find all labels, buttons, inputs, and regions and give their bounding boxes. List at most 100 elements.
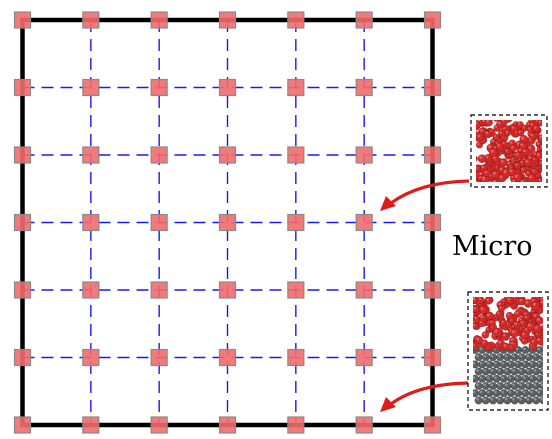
red-particle — [540, 150, 542, 157]
gray-particle — [528, 374, 537, 383]
red-particle-highlight — [511, 126, 515, 129]
gray-particle-highlight — [537, 390, 540, 394]
gray-particle — [503, 353, 512, 362]
micro-inset-bulk — [470, 114, 548, 188]
gray-particle-highlight — [519, 354, 522, 358]
node-marker — [287, 213, 305, 232]
red-particle — [484, 297, 493, 305]
red-particle-highlight — [529, 120, 533, 121]
gray-particle — [496, 367, 505, 376]
red-particle — [488, 148, 498, 157]
red-particle-highlight — [510, 145, 514, 149]
node-marker — [82, 416, 100, 434]
red-particle — [514, 151, 523, 160]
node-marker — [82, 213, 100, 232]
gray-particle-highlight — [508, 361, 512, 365]
gray-particle — [496, 353, 505, 362]
gray-particle — [485, 389, 494, 398]
micro-label: Micro — [452, 231, 533, 262]
micro-arrows — [380, 179, 470, 412]
red-particle-cluster — [476, 120, 542, 182]
arrow-curve — [390, 179, 470, 205]
gray-particle — [535, 389, 543, 398]
gray-particle-highlight — [540, 397, 543, 401]
gray-particle-highlight — [476, 369, 479, 372]
red-particle-highlight — [542, 306, 543, 309]
red-particle — [532, 124, 541, 133]
gray-particle — [521, 389, 530, 398]
gray-particle-highlight — [476, 397, 479, 401]
red-particle-highlight — [493, 145, 497, 149]
red-particle — [502, 342, 510, 351]
red-particle-highlight — [501, 120, 505, 122]
gray-particle-highlight — [483, 383, 486, 387]
red-particle-highlight — [512, 179, 515, 182]
gray-particle-highlight — [540, 369, 543, 372]
red-particle — [527, 173, 537, 182]
gray-particle-highlight — [522, 376, 526, 379]
red-particle-highlight — [538, 120, 541, 123]
gray-particle-highlight — [504, 369, 508, 372]
red-particle — [510, 328, 520, 338]
node-marker — [150, 146, 168, 164]
gray-particle — [517, 367, 526, 376]
gray-particle-highlight — [533, 354, 537, 358]
red-particle-highlight — [534, 325, 538, 329]
red-particle-highlight — [476, 180, 477, 182]
red-particle — [512, 320, 521, 329]
red-particle-highlight — [518, 122, 521, 125]
red-particle — [516, 121, 524, 129]
gray-particle-highlight — [497, 369, 501, 372]
red-particle-highlight — [528, 146, 532, 150]
red-particle — [535, 316, 543, 325]
gray-particle — [496, 396, 505, 405]
node-marker — [423, 146, 442, 164]
red-particle-highlight — [514, 174, 518, 178]
node-marker — [218, 348, 237, 367]
red-particle-highlight — [499, 167, 503, 171]
gray-particle — [510, 353, 519, 362]
node-marker — [218, 146, 237, 164]
red-particle-highlight — [510, 338, 514, 342]
gray-particle — [481, 353, 490, 362]
gray-particle-highlight — [501, 390, 504, 394]
node-marker — [355, 146, 373, 164]
node-marker — [82, 11, 100, 29]
node-marker — [423, 348, 442, 367]
gray-particle — [496, 381, 505, 391]
node-marker — [13, 78, 32, 97]
gray-particle — [510, 367, 519, 376]
red-particle-highlight — [519, 298, 523, 302]
node-marker — [423, 213, 442, 232]
red-particle-highlight — [522, 149, 526, 153]
red-particle-highlight — [483, 332, 486, 336]
node-marker — [423, 281, 442, 299]
gray-particle-highlight — [512, 354, 515, 358]
gray-particle — [521, 345, 530, 355]
red-particle-highlight — [537, 338, 540, 341]
gray-particle-highlight — [473, 376, 476, 379]
red-particle-highlight — [515, 311, 519, 315]
integration-points — [13, 11, 442, 434]
gray-particle — [532, 381, 541, 391]
gray-particle-highlight — [508, 390, 512, 394]
red-particle-highlight — [498, 302, 502, 306]
gray-particle-highlight — [519, 397, 522, 401]
gray-particle — [510, 381, 519, 391]
gray-particle — [506, 389, 516, 398]
red-particle-highlight — [480, 307, 484, 310]
gray-particle-highlight — [526, 369, 530, 372]
gray-particle — [514, 389, 523, 398]
red-particle-highlight — [524, 315, 527, 319]
red-particle — [474, 335, 484, 345]
gray-particle-highlight — [522, 347, 526, 351]
red-particle-highlight — [500, 159, 504, 163]
gray-particle — [499, 374, 508, 383]
red-particle-highlight — [503, 344, 507, 347]
red-particle-highlight — [479, 156, 483, 159]
red-particle-highlight — [492, 180, 497, 182]
red-particle-highlight — [478, 298, 482, 301]
red-particle — [477, 154, 487, 164]
red-particle-highlight — [509, 169, 513, 173]
node-marker — [355, 78, 373, 97]
